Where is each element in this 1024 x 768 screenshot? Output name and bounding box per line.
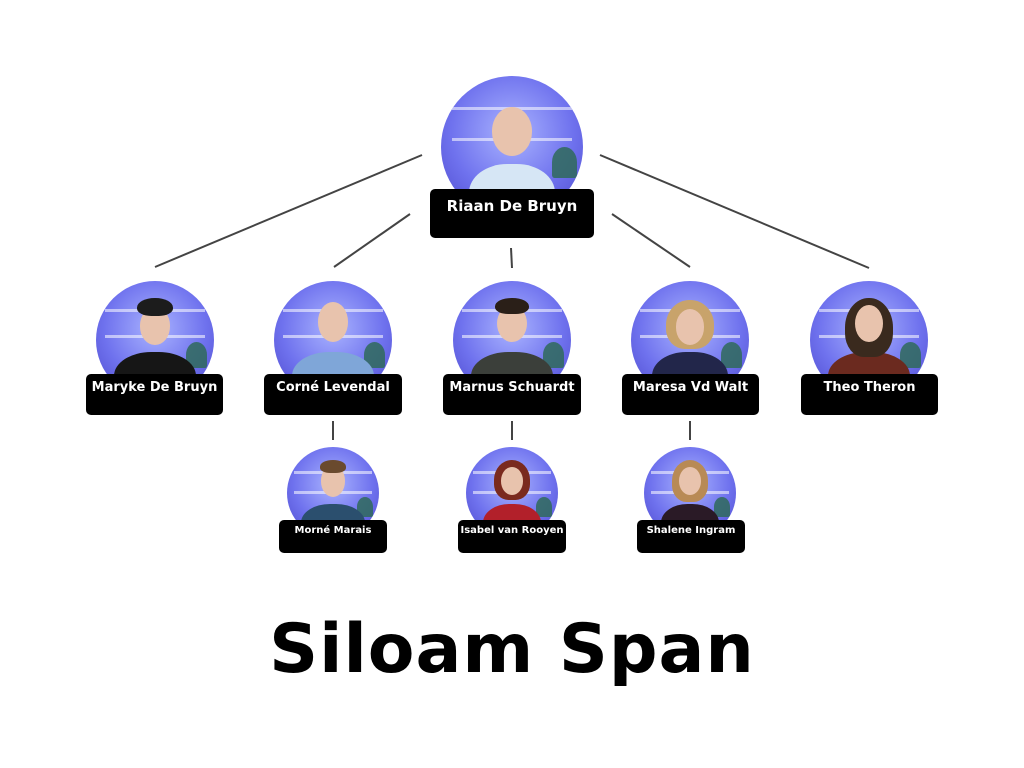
node-label-level1-4: Theo Theron [801, 374, 938, 415]
node-label-level2-1: Isabel van Rooyen [458, 520, 566, 553]
connector-root-theo [599, 154, 870, 269]
connector-root-maresa [611, 213, 691, 268]
node-label-root: Riaan De Bruyn [430, 189, 594, 238]
page-title: Siloam Span [269, 610, 755, 689]
node-label-level1-1: Corné Levendal [264, 374, 402, 415]
node-label-level2-0: Morné Marais [279, 520, 387, 553]
node-label-level1-0: Maryke De Bruyn [86, 374, 223, 415]
connector-root-marnus [510, 247, 513, 269]
node-label-level1-3: Maresa Vd Walt [622, 374, 759, 415]
node-label-level2-2: Shalene Ingram [637, 520, 745, 553]
connector-root-maryke [154, 154, 423, 268]
node-label-level1-2: Marnus Schuardt [443, 374, 581, 415]
connector-root-corne [333, 213, 411, 268]
